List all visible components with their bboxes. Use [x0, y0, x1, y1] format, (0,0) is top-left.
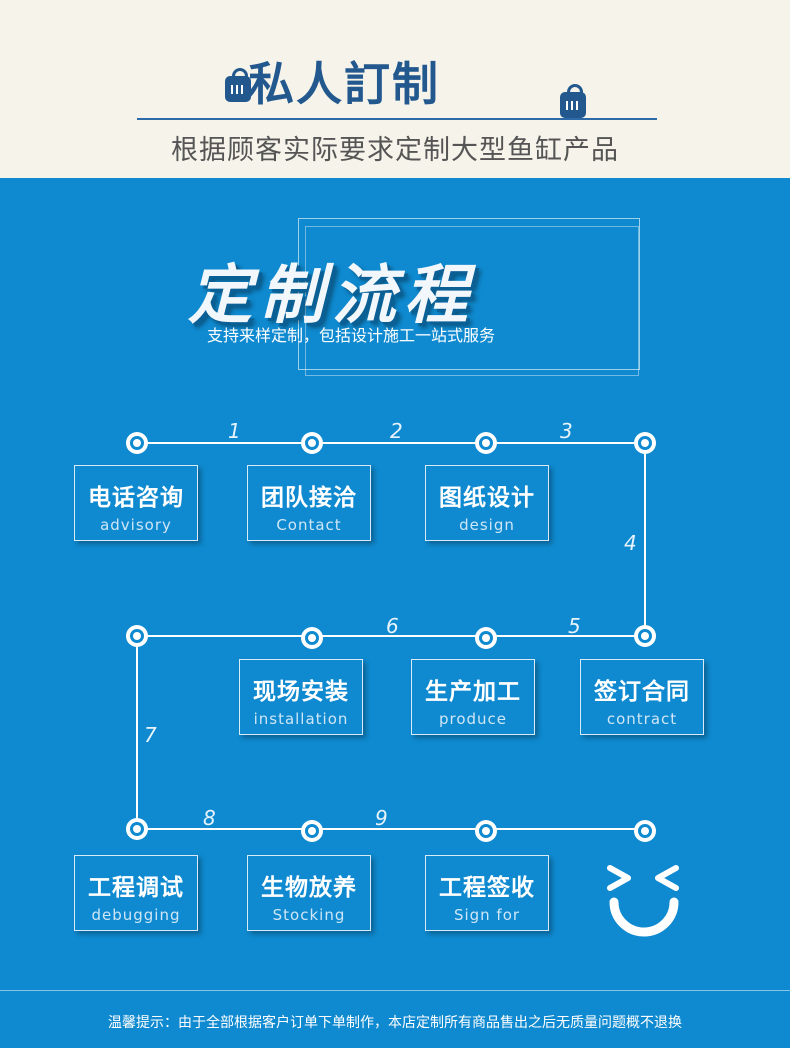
flow-node: [634, 625, 656, 647]
footer-notice: 温馨提示：由于全部根据客户订单下单制作，本店定制所有商品售出之后无质量问题概不退…: [108, 1015, 682, 1031]
step-subtitle: debugging: [91, 906, 181, 924]
step-number: 6: [386, 614, 399, 638]
step-number: 4: [624, 531, 637, 555]
step-subtitle: produce: [438, 710, 508, 728]
flow-node: [475, 432, 497, 454]
step-number: 5: [568, 614, 581, 638]
flow-node: [634, 820, 656, 842]
step-card-installation: 现场安装 installation: [239, 659, 363, 735]
header-subtitle: 根据顾客实际要求定制大型鱼缸产品: [171, 135, 619, 166]
step-card-sign-for: 工程签收 Sign for: [425, 855, 549, 931]
flow-nodes: [126, 432, 656, 842]
flow-node: [475, 627, 497, 649]
step-card-debugging: 工程调试 debugging: [74, 855, 198, 931]
step-title: 生物放养: [261, 875, 357, 901]
shopping-bag-icon: [560, 84, 586, 118]
smiley-icon: [607, 865, 679, 937]
step-card-produce: 生产加工 produce: [411, 659, 535, 735]
step-title: 工程调试: [88, 875, 184, 901]
step-title: 生产加工: [425, 679, 521, 705]
step-title: 现场安装: [253, 679, 349, 705]
header-divider: [137, 118, 657, 120]
step-number: 1: [228, 419, 241, 443]
header-title: 私人訂制: [248, 57, 440, 111]
shopping-bag-icon: [225, 68, 251, 102]
flow-node: [634, 432, 656, 454]
title-frame-inner: [305, 226, 639, 376]
step-subtitle: contract: [606, 710, 678, 728]
step-card-contract: 签订合同 contract: [580, 659, 704, 735]
step-title: 图纸设计: [439, 485, 535, 511]
process-subtitle: 支持来样定制，包括设计施工一站式服务: [207, 326, 496, 345]
step-card-design: 图纸设计 design: [425, 465, 549, 541]
flow-node: [126, 625, 148, 647]
flow-node: [301, 627, 323, 649]
step-number: 3: [560, 419, 573, 443]
step-number: 7: [144, 723, 157, 747]
step-number: 2: [390, 419, 403, 443]
step-card-stocking: 生物放养 Stocking: [247, 855, 371, 931]
flow-node: [301, 432, 323, 454]
flow-path: [136, 442, 646, 830]
footer-divider: [0, 990, 790, 991]
header-section: 私人訂制 根据顾客实际要求定制大型鱼缸产品: [0, 0, 790, 178]
step-subtitle: Sign for: [453, 906, 521, 924]
step-number: 8: [203, 806, 216, 830]
step-title: 签订合同: [594, 679, 690, 705]
flow-node: [301, 820, 323, 842]
flow-node: [126, 432, 148, 454]
step-title: 工程签收: [439, 875, 535, 901]
step-subtitle: advisory: [100, 516, 172, 534]
step-subtitle: installation: [253, 710, 349, 728]
flow-node: [126, 818, 148, 840]
step-title: 电话咨询: [88, 485, 184, 511]
process-title: 定制流程: [188, 259, 476, 333]
step-subtitle: design: [459, 516, 515, 534]
step-card-contact: 团队接洽 Contact: [247, 465, 371, 541]
step-number: 9: [375, 806, 388, 830]
title-frame: [298, 218, 640, 370]
step-card-advisory: 电话咨询 advisory: [74, 465, 198, 541]
flow-node: [475, 820, 497, 842]
step-title: 团队接洽: [261, 485, 357, 511]
step-subtitle: Contact: [276, 516, 342, 534]
step-subtitle: Stocking: [272, 906, 346, 924]
